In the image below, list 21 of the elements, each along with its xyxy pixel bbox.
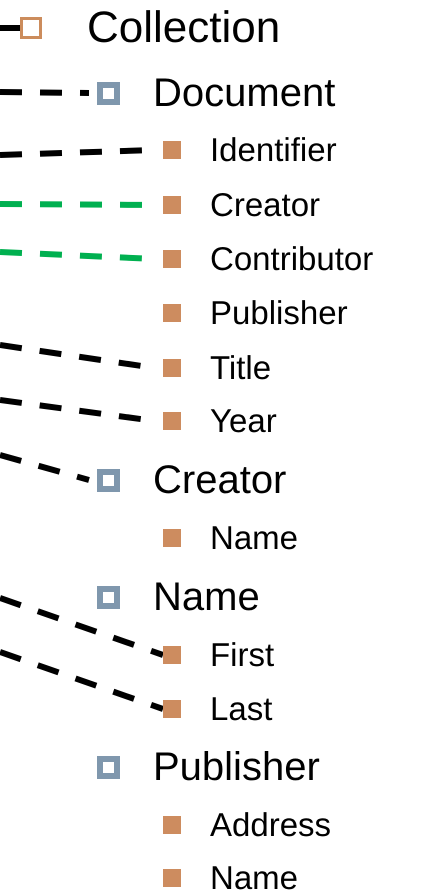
dashed-line [0, 25, 20, 31]
dashed-line [0, 452, 90, 483]
item-label: Collection [87, 3, 280, 53]
item-label: First [210, 636, 274, 674]
item-label: Identifier [210, 131, 337, 169]
dashed-line [0, 649, 164, 712]
item-label: Publisher [153, 744, 320, 790]
item-label: Publisher [210, 294, 348, 332]
item-label: Creator [153, 458, 286, 502]
item-label: Contributor [210, 240, 374, 278]
item-label: Name [153, 574, 260, 620]
item-label: Creator [210, 186, 320, 224]
item-label: Name [210, 859, 298, 893]
item-label: Name [210, 519, 298, 557]
item-label: Title [210, 349, 272, 387]
item-label: Last [210, 690, 272, 728]
dashed-line [0, 595, 164, 658]
item-label: Document [153, 70, 336, 116]
item-label: Address [210, 806, 332, 844]
dashed-line [0, 89, 90, 96]
item-label: Year [210, 402, 277, 440]
